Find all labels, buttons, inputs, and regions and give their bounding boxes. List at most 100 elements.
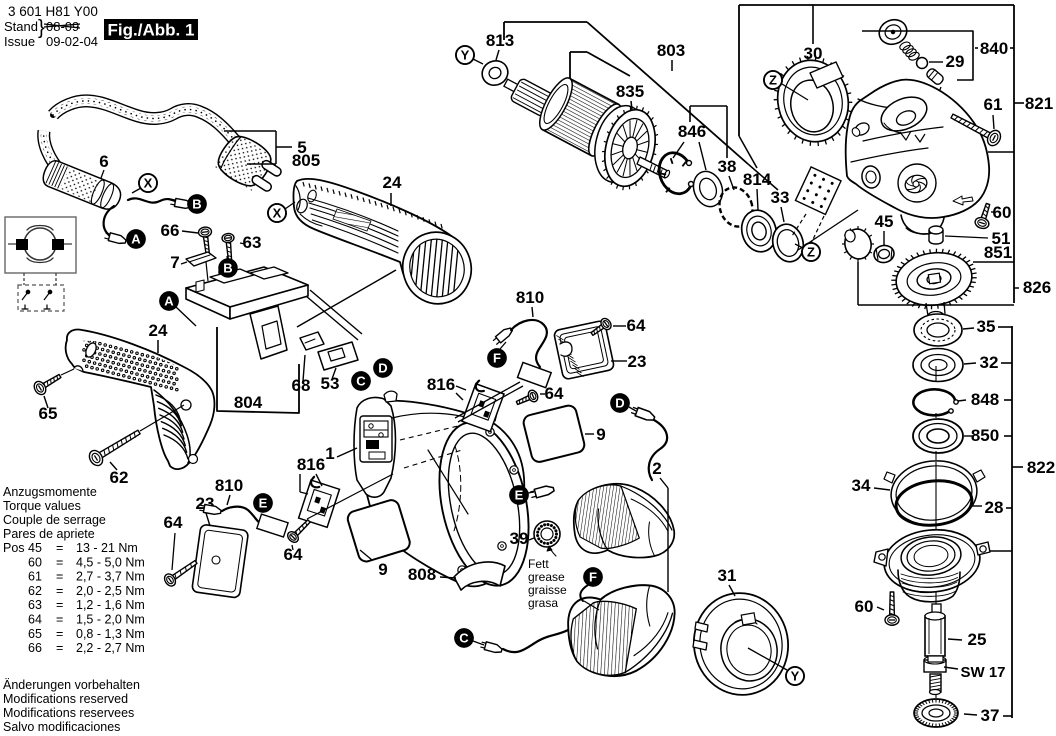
svg-text:38: 38 <box>718 157 737 176</box>
svg-text:816: 816 <box>427 375 455 394</box>
svg-text:=: = <box>56 555 63 569</box>
svg-text:X: X <box>144 176 153 191</box>
svg-text:Pares de apriete: Pares de apriete <box>3 527 95 541</box>
svg-text:9: 9 <box>596 425 605 444</box>
svg-text:Z: Z <box>807 245 815 260</box>
svg-text:61: 61 <box>28 570 42 584</box>
svg-text:24: 24 <box>383 173 402 192</box>
svg-text:846: 846 <box>678 122 706 141</box>
svg-text:28: 28 <box>985 498 1004 517</box>
svg-text:66: 66 <box>28 641 42 655</box>
svg-text:840: 840 <box>980 39 1008 58</box>
svg-text:Fig./Abb. 1: Fig./Abb. 1 <box>108 21 195 40</box>
svg-text:32: 32 <box>980 353 999 372</box>
svg-text:B: B <box>192 197 201 212</box>
svg-text:1: 1 <box>325 444 334 463</box>
svg-text:=: = <box>56 541 63 555</box>
svg-text:29: 29 <box>946 52 965 71</box>
svg-text:2,7 - 3,7 Nm: 2,7 - 3,7 Nm <box>76 570 145 584</box>
svg-text:816: 816 <box>297 455 325 474</box>
svg-text:D: D <box>615 396 624 411</box>
svg-text:64: 64 <box>627 316 646 335</box>
svg-text:2,2 - 2,7 Nm: 2,2 - 2,7 Nm <box>76 641 145 655</box>
svg-text:E: E <box>259 496 268 511</box>
svg-text:25: 25 <box>968 630 987 649</box>
svg-text:66: 66 <box>161 221 180 240</box>
svg-text:SW 17: SW 17 <box>960 664 1005 681</box>
svg-text:848: 848 <box>971 390 999 409</box>
svg-text:Pos: Pos <box>3 541 25 555</box>
svg-text:62: 62 <box>110 468 129 487</box>
svg-text:33: 33 <box>771 188 790 207</box>
svg-text:63: 63 <box>243 233 262 252</box>
svg-text:Änderungen vorbehalten: Änderungen vorbehalten <box>3 678 140 692</box>
svg-text:E: E <box>515 488 524 503</box>
svg-text:60: 60 <box>993 203 1012 222</box>
svg-text:805: 805 <box>292 151 320 170</box>
svg-text:A: A <box>164 294 174 309</box>
svg-text:53: 53 <box>321 374 340 393</box>
svg-text:graisse: graisse <box>528 583 567 597</box>
svg-text:850: 850 <box>971 426 999 445</box>
svg-text:=: = <box>56 641 63 655</box>
svg-text:=: = <box>56 627 63 641</box>
svg-text:64: 64 <box>284 545 303 564</box>
svg-text:Modifications reservees: Modifications reservees <box>3 706 134 720</box>
svg-text:61: 61 <box>984 95 1003 114</box>
svg-text:810: 810 <box>215 476 243 495</box>
svg-text:6: 6 <box>99 152 108 171</box>
svg-text:23: 23 <box>628 352 647 371</box>
svg-text:Y: Y <box>461 48 470 63</box>
svg-text:65: 65 <box>28 627 42 641</box>
svg-text:2: 2 <box>652 459 661 478</box>
svg-text:34: 34 <box>852 476 871 495</box>
svg-text:62: 62 <box>28 584 42 598</box>
svg-text:35: 35 <box>977 317 996 336</box>
svg-text:68: 68 <box>292 376 311 395</box>
svg-text:X: X <box>273 206 282 221</box>
svg-text:0,8 - 1,3 Nm: 0,8 - 1,3 Nm <box>76 627 145 641</box>
svg-text:24: 24 <box>149 321 168 340</box>
svg-text:64: 64 <box>28 613 42 627</box>
svg-text:=: = <box>56 598 63 612</box>
svg-text:F: F <box>589 570 597 585</box>
svg-text:822: 822 <box>1027 458 1055 477</box>
svg-text:63: 63 <box>28 598 42 612</box>
svg-text:Anzugsmomente: Anzugsmomente <box>3 485 97 499</box>
svg-text:4,5 - 5,0 Nm: 4,5 - 5,0 Nm <box>76 555 145 569</box>
svg-text:821: 821 <box>1025 94 1053 113</box>
svg-text:B: B <box>223 261 232 276</box>
svg-text:37: 37 <box>981 706 1000 725</box>
svg-text:Salvo modificaciones: Salvo modificaciones <box>3 720 120 731</box>
svg-text:39: 39 <box>510 529 529 548</box>
svg-text:grasa: grasa <box>528 596 558 610</box>
svg-text:C: C <box>459 631 469 646</box>
svg-text:=: = <box>56 613 63 627</box>
svg-text:808: 808 <box>408 565 436 584</box>
svg-text:Y: Y <box>791 669 800 684</box>
svg-text:45: 45 <box>28 541 42 555</box>
svg-text:grease: grease <box>528 570 565 584</box>
svg-text:7: 7 <box>170 253 179 272</box>
svg-text:13 - 21 Nm: 13 - 21 Nm <box>76 541 138 555</box>
svg-text:Torque values: Torque values <box>3 499 81 513</box>
svg-text:Fett: Fett <box>528 557 549 571</box>
svg-text:C: C <box>356 374 366 389</box>
svg-text:813: 813 <box>486 31 514 50</box>
svg-text:45: 45 <box>875 212 894 231</box>
svg-text:64: 64 <box>545 384 564 403</box>
svg-text:1,5 - 2,0 Nm: 1,5 - 2,0 Nm <box>76 613 145 627</box>
svg-text:60: 60 <box>855 597 874 616</box>
svg-text:Z: Z <box>769 73 777 88</box>
svg-text:2,0 - 2,5 Nm: 2,0 - 2,5 Nm <box>76 584 145 598</box>
svg-text:F: F <box>493 351 501 366</box>
svg-text:Issue: Issue <box>4 34 35 49</box>
svg-text:1,2 - 1,6 Nm: 1,2 - 1,6 Nm <box>76 598 145 612</box>
svg-text:835: 835 <box>616 82 644 101</box>
svg-text:810: 810 <box>516 288 544 307</box>
svg-text:09-02-04: 09-02-04 <box>46 34 98 49</box>
svg-text:804: 804 <box>234 393 263 412</box>
svg-text:9: 9 <box>378 560 387 579</box>
svg-text:=: = <box>56 570 63 584</box>
svg-text:803: 803 <box>657 41 685 60</box>
